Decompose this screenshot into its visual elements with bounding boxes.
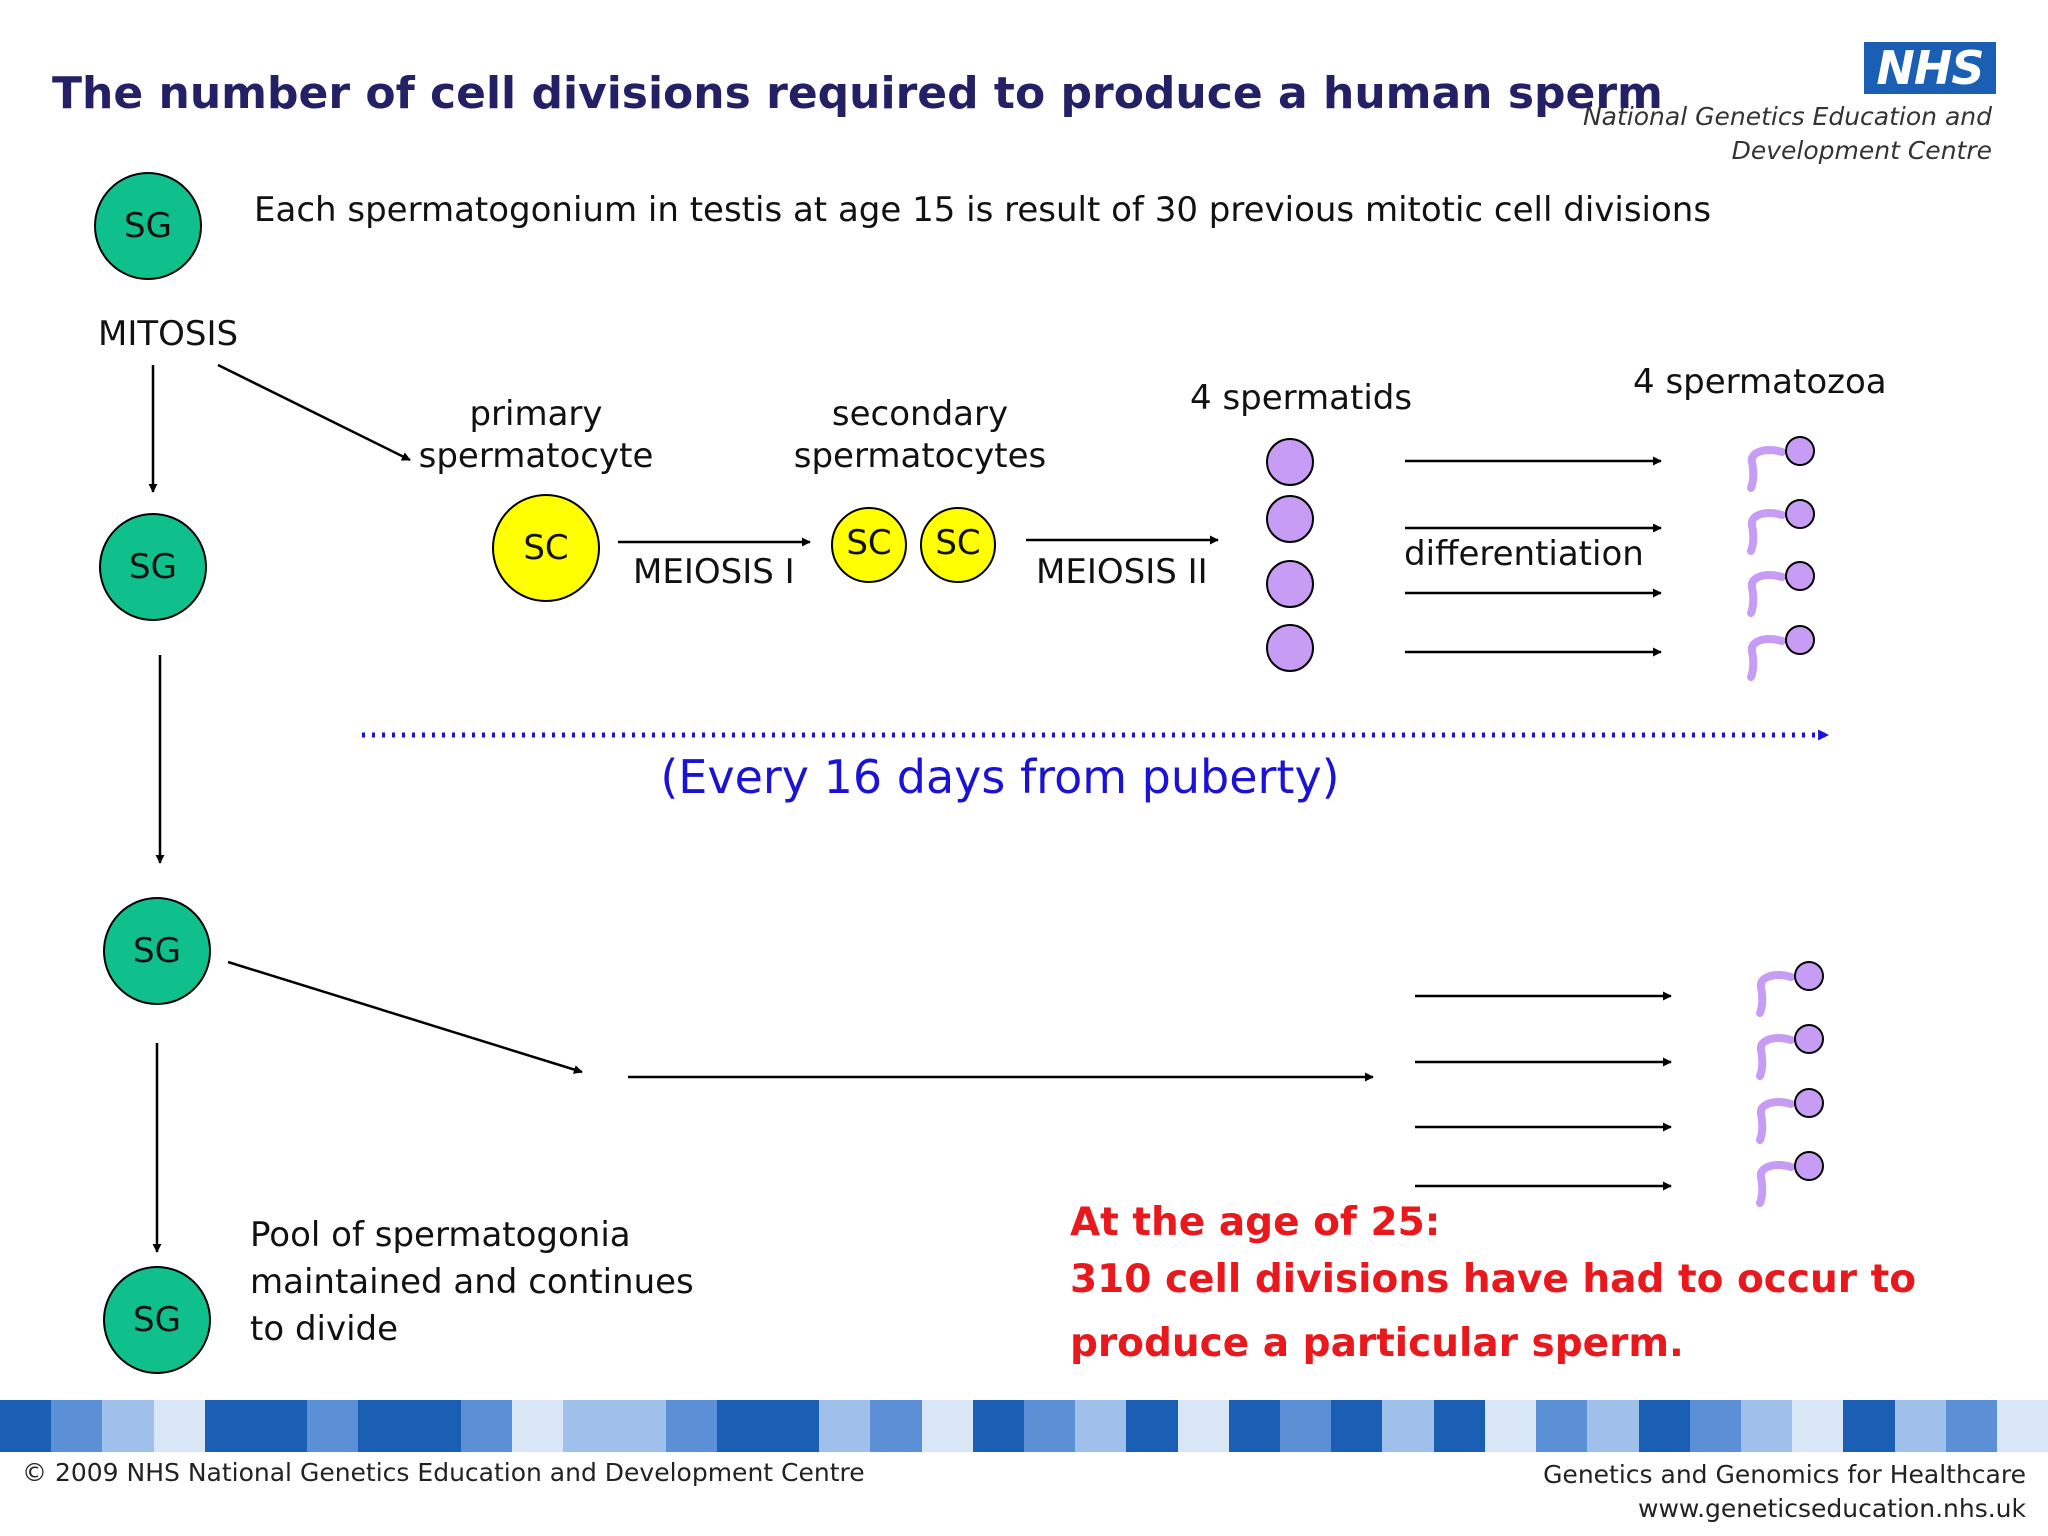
conclusion-line-2: 310 cell divisions have had to occur to [1070, 1257, 1917, 1302]
org-line-2: Development Centre [1731, 136, 1992, 165]
pool-text-line-2: maintained and continues [250, 1262, 694, 1302]
meiosis-2-label: MEIOSIS II [1036, 552, 1208, 592]
spermatozoon-top-3 [1747, 561, 1815, 617]
pool-text-line-3: to divide [250, 1309, 399, 1349]
mitosis-label: MITOSIS [98, 314, 239, 354]
primary-label-line-2: spermatocyte [418, 436, 654, 476]
secondary-sc-label-1: SC [846, 523, 892, 563]
spermatid-2 [1266, 495, 1314, 543]
footer-url[interactable]: www.geneticseducation.nhs.uk [1638, 1494, 2026, 1523]
org-name: National Genetics Education and Developm… [1583, 100, 1992, 168]
primary-label-line-1: primary [469, 394, 603, 434]
spermatid-4 [1266, 624, 1314, 672]
secondary-label-line-1: secondary [831, 394, 1009, 434]
secondary-label-line-2: spermatocytes [793, 436, 1047, 476]
differentiation-label: differentiation [1404, 534, 1644, 574]
arrow-sg3-diagonal [227, 960, 583, 1074]
primary-sc-cell [492, 494, 600, 602]
secondary-sc-cell-1 [831, 507, 907, 583]
conclusion-text: At the age of 25: 310 cell divisions hav… [1070, 1198, 1916, 1376]
spermatid-1 [1266, 438, 1314, 486]
org-line-1: National Genetics Education and [1582, 102, 1992, 131]
spermatozoon-top-4 [1747, 625, 1815, 681]
sg-cell-4 [103, 1266, 211, 1374]
spermatozoon-bottom-4 [1756, 1151, 1824, 1207]
spermatozoon-bottom-2 [1756, 1024, 1824, 1080]
footer-decorative-bar [0, 1400, 2048, 1452]
sg-label-2: SG [129, 547, 177, 587]
spermatozoon-top-2 [1747, 499, 1815, 555]
conclusion-line-3: produce a particular sperm. [1070, 1321, 1684, 1366]
secondary-sc-cell-2 [920, 507, 996, 583]
spermatozoon-bottom-1 [1756, 961, 1824, 1017]
primary-sc-label: SC [523, 528, 569, 568]
sg-cell-1 [94, 172, 202, 280]
spermatid-3 [1266, 560, 1314, 608]
cycle-note: (Every 16 days from puberty) [660, 750, 1340, 804]
copyright-text: © 2009 NHS National Genetics Education a… [22, 1458, 865, 1487]
nhs-logo: NHS [1864, 42, 1996, 94]
primary-label: primary spermatocyte [396, 394, 676, 476]
pool-text-line-1: Pool of spermatogonia [250, 1215, 631, 1255]
conclusion-line-1: At the age of 25: [1070, 1200, 1441, 1245]
secondary-label: secondary spermatocytes [760, 394, 1080, 476]
sg-label-1: SG [124, 206, 172, 246]
spermatozoon-top-1 [1747, 436, 1815, 492]
intro-text: Each spermatogonium in testis at age 15 … [254, 190, 1712, 230]
pool-text: Pool of spermatogonia maintained and con… [250, 1212, 694, 1353]
spermatids-label: 4 spermatids [1190, 378, 1413, 418]
page-title: The number of cell divisions required to… [52, 68, 1663, 119]
footer-right-text: Genetics and Genomics for Healthcare www… [1543, 1458, 2026, 1526]
sg-cell-2 [99, 513, 207, 621]
secondary-sc-label-2: SC [935, 523, 981, 563]
arrow-mitosis-to-primary [217, 363, 411, 462]
footer-tagline: Genetics and Genomics for Healthcare [1543, 1460, 2026, 1489]
sg-cell-3 [103, 897, 211, 1005]
spermatozoa-label: 4 spermatozoa [1633, 362, 1887, 402]
sg-label-4: SG [133, 1300, 181, 1340]
meiosis-1-label: MEIOSIS I [633, 552, 795, 592]
sg-label-3: SG [133, 931, 181, 971]
spermatozoon-bottom-3 [1756, 1088, 1824, 1144]
